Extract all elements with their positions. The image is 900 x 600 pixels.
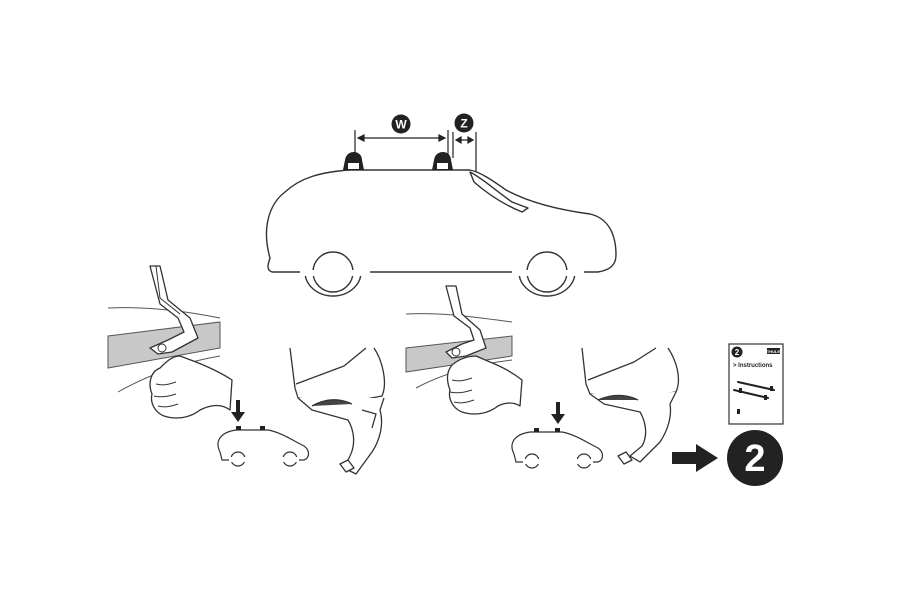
booklet-step-badge — [731, 346, 743, 358]
left-hand — [149, 355, 233, 419]
z-dimension — [452, 132, 477, 172]
right-step-group — [405, 285, 680, 469]
right-door-detail — [581, 347, 680, 465]
right-down-arrow-icon — [551, 402, 565, 424]
z-badge — [454, 113, 474, 133]
right-small-car — [511, 428, 604, 469]
left-step-group — [107, 265, 386, 475]
left-down-arrow-icon — [231, 400, 245, 422]
right-hand — [446, 355, 523, 415]
left-clamp — [149, 265, 199, 355]
w-badge — [391, 114, 411, 134]
next-step-badge — [727, 430, 783, 486]
roof-bars-icon — [733, 381, 775, 400]
left-door-detail — [289, 347, 386, 475]
front-foot-icon — [432, 152, 453, 170]
w-label: W — [395, 118, 407, 132]
w-dimension — [354, 130, 449, 158]
right-arrow-icon — [672, 444, 718, 472]
right-clamp — [445, 285, 487, 359]
main-car-illustration — [265, 169, 617, 297]
booklet-step-number: 2 — [735, 348, 740, 357]
booklet-title: > Instructions — [733, 363, 773, 369]
z-label: Z — [460, 117, 467, 131]
left-small-car — [217, 426, 310, 467]
booklet-brand-text: THULE — [767, 349, 781, 354]
next-step-number: 2 — [744, 438, 765, 480]
instruction-booklet: 2 THULE > Instructions — [728, 343, 784, 425]
booklet-brand-badge — [767, 348, 780, 354]
rear-foot-icon — [343, 152, 364, 170]
